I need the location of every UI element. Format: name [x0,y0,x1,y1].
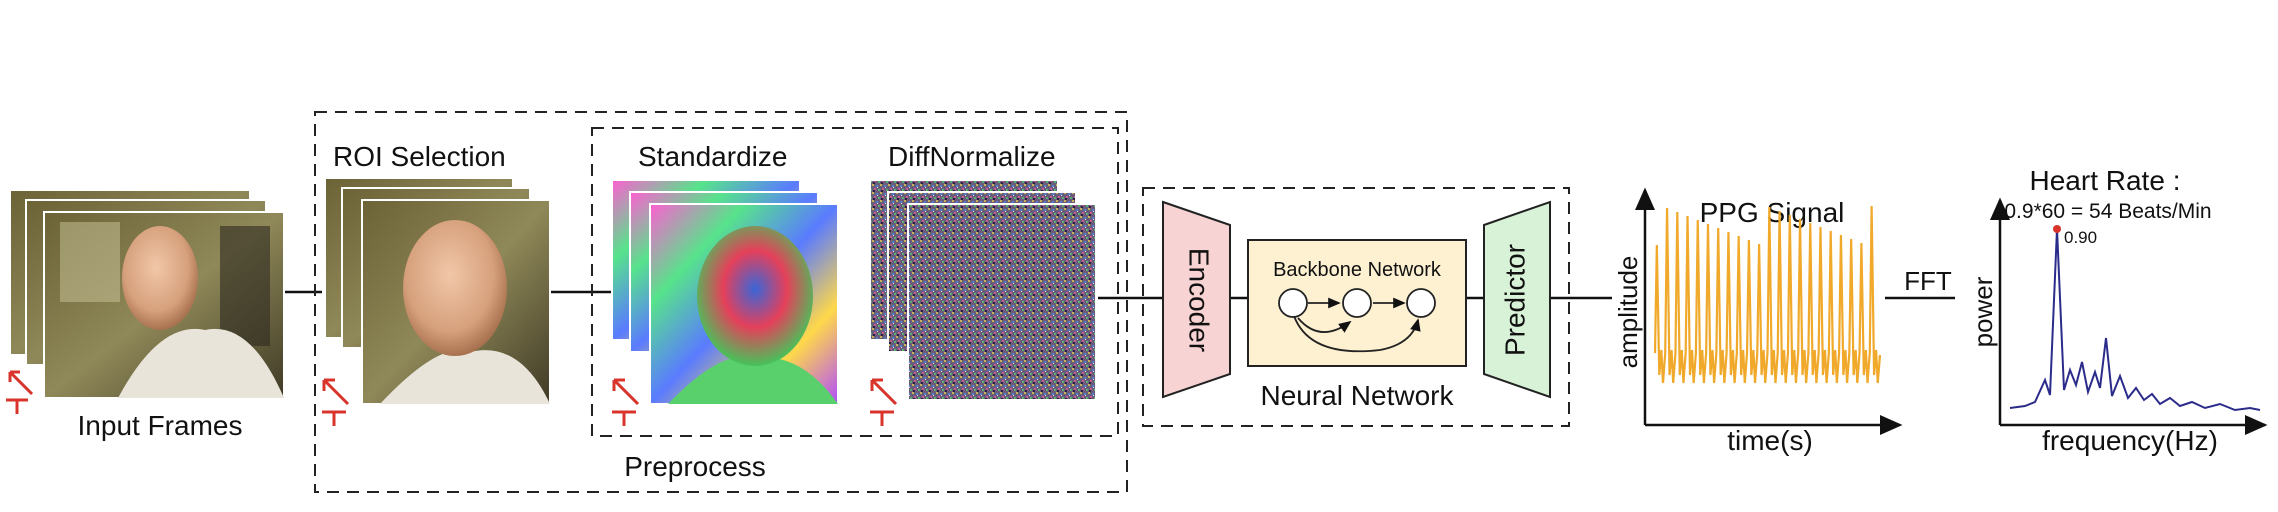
neural-network-box [1142,187,1570,427]
diffnormalize-frames-stack [869,179,1097,401]
psd-peak-label: 0.90 [2064,228,2097,247]
ppg-axes [1635,187,1903,435]
time-axis-icon [6,370,34,414]
heart-rate-title: Heart Rate : [2030,165,2181,196]
ppg-title: PPG Signal [1700,197,1845,228]
predictor-label: Predictor [1499,244,1530,356]
time-axis-icon [870,378,898,426]
input-frames-label: Input Frames [78,410,243,441]
time-axis-icon [612,378,640,426]
fft-label: FFT [1904,266,1952,296]
time-axis-icon [322,378,350,426]
preprocess-box [314,111,1128,493]
standardize-label: Standardize [638,141,787,172]
predictor-block [1483,200,1551,399]
backbone-graph-icon [1278,288,1436,353]
encoder-label: Encoder [1184,248,1215,352]
psd-spectrum-line [2009,228,2261,412]
psd-xlabel: frequency(Hz) [2042,425,2218,456]
neural-network-label: Neural Network [1261,380,1455,411]
connectors [285,290,1955,300]
ppg-ylabel: amplitude [1613,256,1643,369]
input-frames-stack [9,189,285,399]
heart-rate-formula: 0.9*60 = 54 Beats/Min [2004,200,2211,223]
psd-ylabel: power [1968,276,1998,347]
roi-selection-label: ROI Selection [333,141,506,172]
ppg-xlabel: time(s) [1727,425,1813,456]
diffnormalize-label: DiffNormalize [888,141,1056,172]
ppg-signal-line [1653,205,1882,384]
preprocess-label: Preprocess [624,451,766,482]
encoder-block [1162,200,1231,399]
standardize-frames-stack [611,179,839,405]
psd-peak-dot [2053,225,2061,233]
normalize-box [591,127,1119,437]
backbone-label: Backbone Network [1273,259,1442,281]
psd-axes [1990,197,2268,435]
roi-frames-stack [324,177,551,405]
